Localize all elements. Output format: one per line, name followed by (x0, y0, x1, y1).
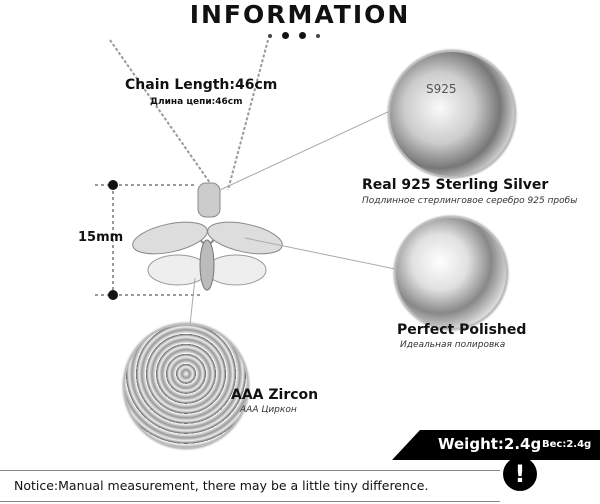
silver-closeup-image: S925 (388, 50, 516, 178)
pointer-line-polished (244, 237, 401, 271)
pointer-line-silver (219, 109, 393, 191)
notice-bar: Notice:Manual measurement, there may be … (0, 470, 500, 502)
pendant-body (199, 239, 215, 291)
chain-left (109, 39, 216, 191)
dot (268, 33, 272, 38)
zircon-label: AAA Zircon (231, 387, 319, 403)
weight-label: Weight:2.4g (438, 435, 542, 453)
dimension-dot-top (108, 180, 118, 190)
dimension-dot-bottom (108, 290, 118, 300)
polished-closeup-image (394, 216, 508, 330)
dot (299, 32, 306, 39)
weight-label-ru: Вес:2.4g (542, 439, 592, 450)
silver-stamp: S925 (426, 82, 457, 96)
chain-right (227, 39, 269, 191)
pendant-bail (197, 182, 221, 218)
weight-banner: Weight:2.4g Вес:2.4g (392, 430, 600, 460)
size-label: 15mm (78, 230, 124, 245)
chain-length-label: Chain Length:46cm (125, 77, 278, 93)
page-title: INFORMATION (189, 0, 411, 29)
title-dots (268, 32, 320, 39)
polished-label: Perfect Polished (397, 322, 527, 338)
upper-left-wing (132, 221, 208, 255)
lower-right-wing (205, 254, 267, 286)
dot (282, 32, 289, 39)
silver-label: Real 925 Sterling Silver (362, 177, 549, 193)
zircon-closeup-image (123, 323, 249, 449)
notice-text: Notice:Manual measurement, there may be … (14, 478, 429, 493)
dot (316, 33, 320, 38)
zircon-label-ru: AAA Циркон (240, 405, 297, 415)
lower-left-wing (147, 254, 209, 286)
pointer-line-zircon (189, 277, 196, 326)
silver-label-ru: Подлинное стерлинговое серебро 925 пробы (362, 196, 578, 206)
polished-label-ru: Идеальная полировка (400, 340, 506, 350)
exclamation-icon: ! (503, 457, 537, 491)
chain-length-label-ru: Длина цепи:46cm (150, 97, 243, 107)
